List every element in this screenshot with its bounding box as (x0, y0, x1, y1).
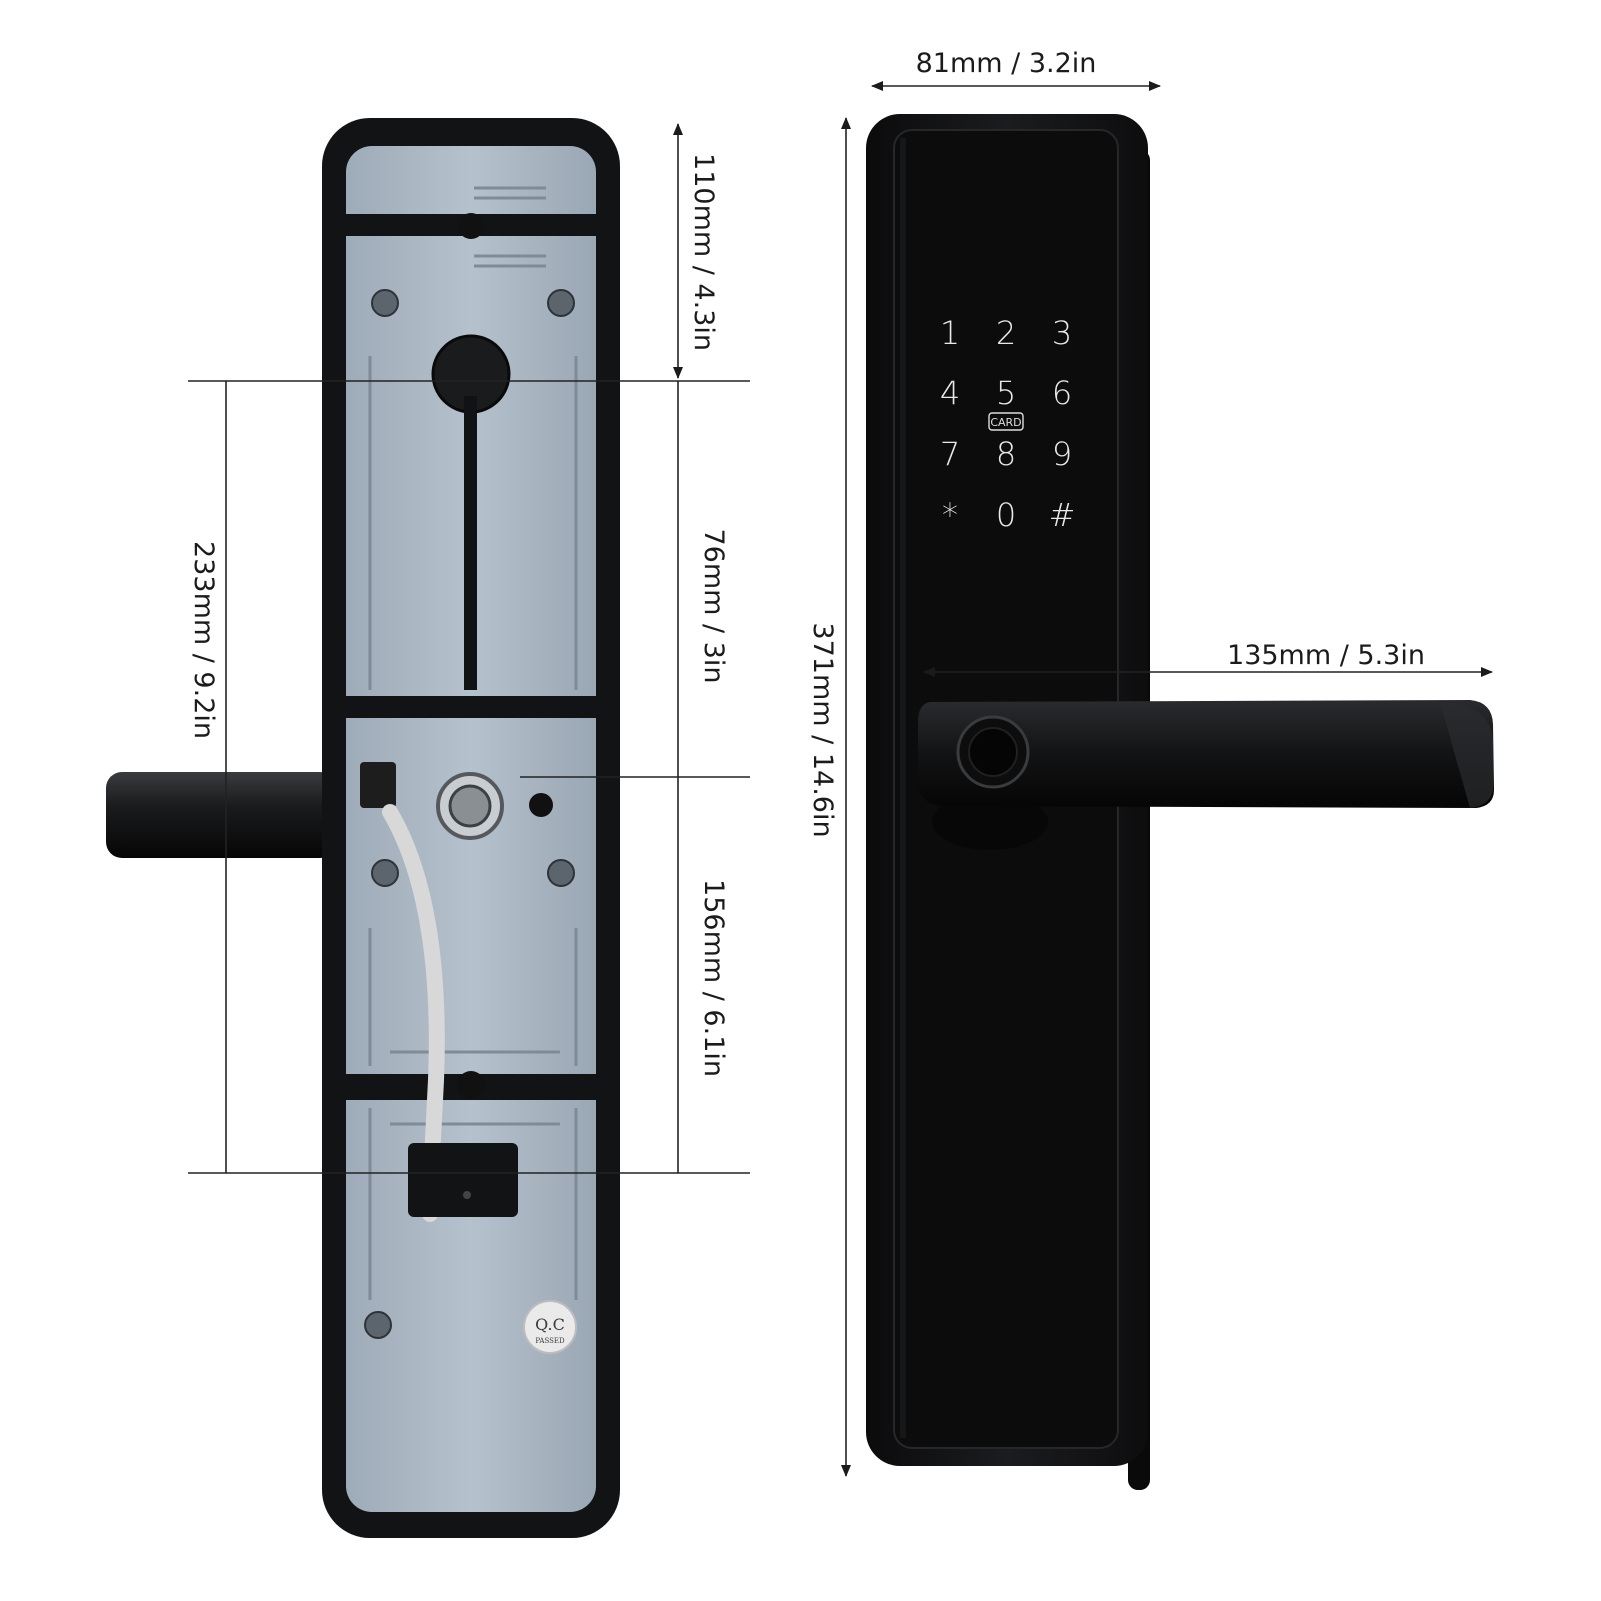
spindle-slot (464, 396, 477, 690)
side-hole (529, 793, 553, 817)
label-front-width: 81mm / 3.2in (916, 48, 1097, 79)
label-back-mid: 76mm / 3in (698, 528, 729, 683)
plate-grooves (368, 186, 578, 1300)
qc-sticker-line2: PASSED (535, 1337, 565, 1345)
lever-handle[interactable] (918, 700, 1494, 808)
key-4[interactable]: 4 (940, 374, 960, 412)
key-2[interactable]: 2 (996, 314, 1016, 352)
key-hash[interactable]: # (1049, 496, 1076, 534)
keypad: 1 2 3 4 5 6 CARD 7 8 9 * 0 # (940, 314, 1076, 534)
key-3[interactable]: 3 (1052, 314, 1072, 352)
card-reader-zone[interactable] (988, 412, 1024, 431)
plate-rib-middle (346, 696, 596, 718)
handle-rosette (932, 794, 1048, 850)
label-front-height: 371mm / 14.6in (807, 622, 838, 837)
latch-cutout (408, 1143, 518, 1217)
label-back-total: 233mm / 9.2in (188, 541, 219, 739)
top-mount-hole (458, 213, 484, 239)
key-0[interactable]: 0 (996, 496, 1016, 534)
key-5[interactable]: 5 (996, 374, 1016, 412)
label-handle-length: 135mm / 5.3in (1227, 640, 1425, 671)
key-6[interactable]: 6 (1052, 374, 1072, 412)
front-panel: 1 2 3 4 5 6 CARD 7 8 9 * 0 # (866, 114, 1494, 1490)
key-star[interactable]: * (942, 496, 958, 534)
key-8[interactable]: 8 (996, 435, 1016, 473)
bottom-mount-hole (457, 1071, 485, 1099)
key-1[interactable]: 1 (940, 314, 960, 352)
back-handle-stub (106, 772, 336, 858)
key-7[interactable]: 7 (940, 435, 960, 473)
qc-sticker (523, 1300, 577, 1354)
label-back-top: 110mm / 4.3in (688, 153, 719, 351)
label-back-bottom: 156mm / 6.1in (698, 879, 729, 1077)
qc-sticker-line1: Q.C (535, 1315, 565, 1334)
card-label: CARD (990, 416, 1021, 429)
wire-connector (360, 762, 396, 808)
back-dimension-lines (188, 123, 750, 1174)
plate-screws (364, 289, 575, 1339)
back-panel: Q.C PASSED (106, 118, 620, 1538)
front-dimension-lines (841, 81, 1493, 1477)
key-9[interactable]: 9 (1052, 435, 1072, 473)
